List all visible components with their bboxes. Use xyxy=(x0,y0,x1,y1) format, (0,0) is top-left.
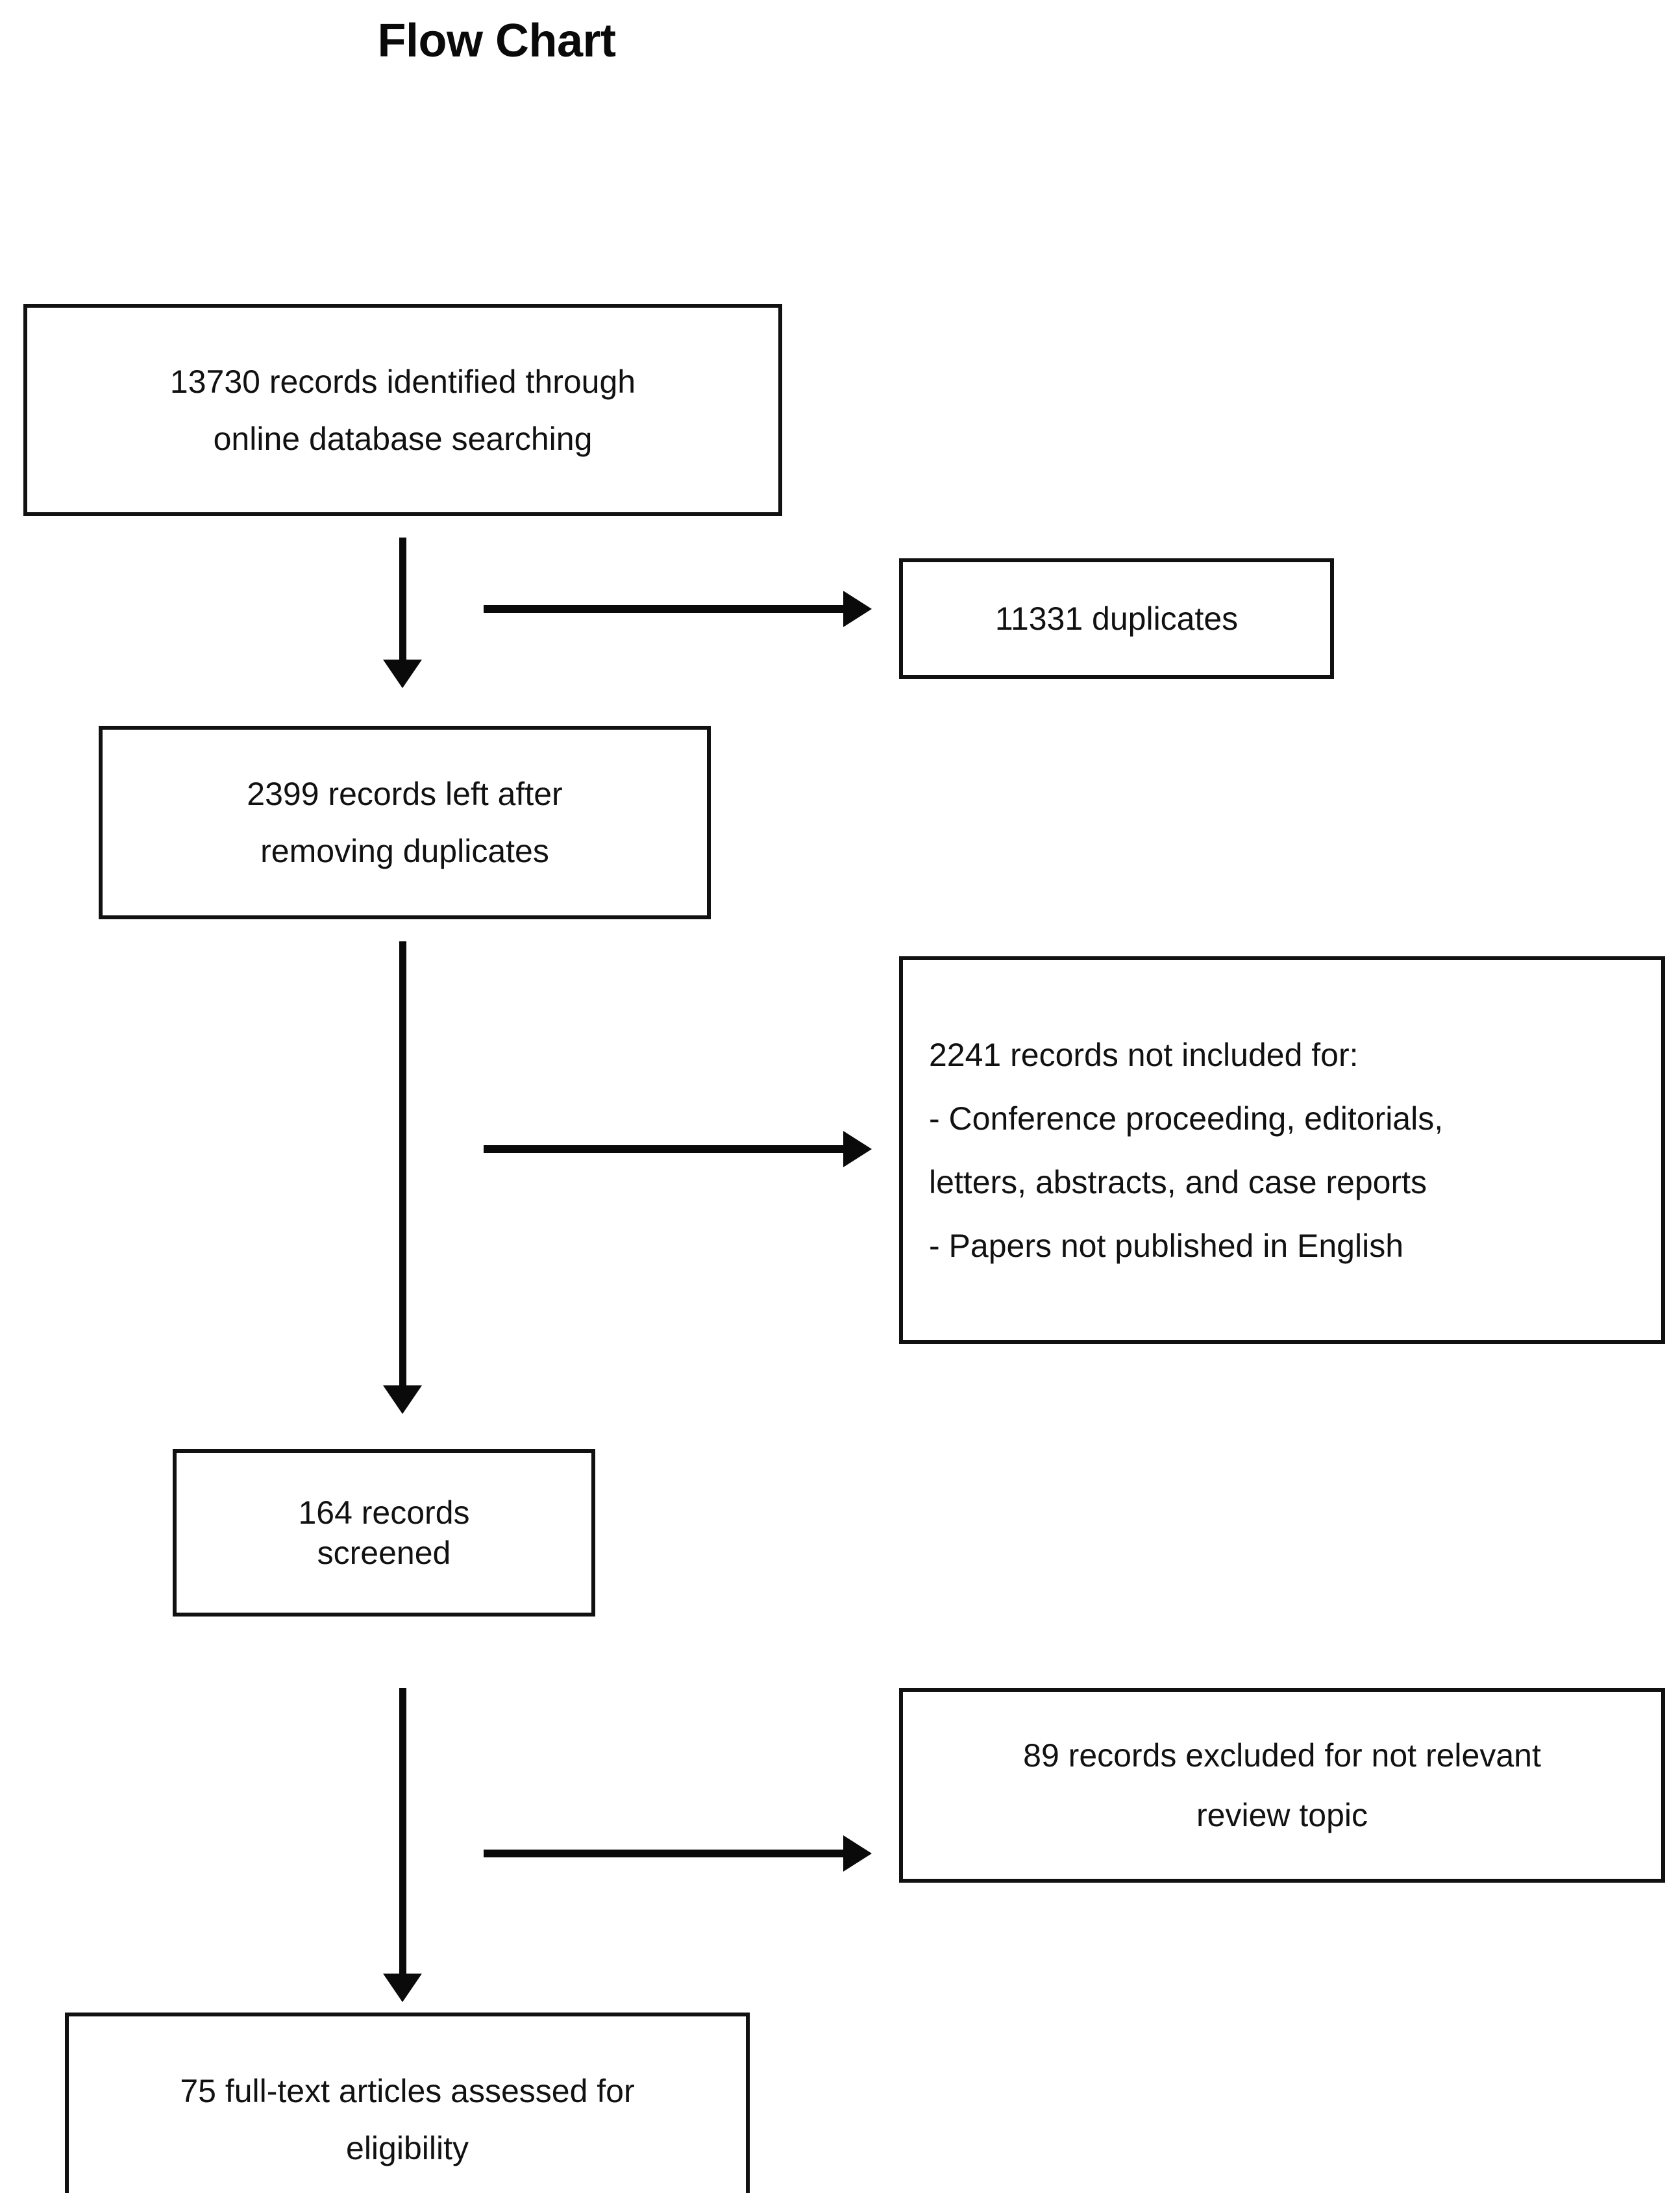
edge-after-dedup-to-not-included-line xyxy=(484,1145,847,1153)
node-fulltext-assessed: 75 full-text articles assessed for eligi… xyxy=(65,2013,750,2193)
page-title: Flow Chart xyxy=(377,15,617,67)
node-records-not-included-line1: 2241 records not included for: xyxy=(929,1036,1359,1073)
node-fulltext-assessed-line2: eligibility xyxy=(346,2130,469,2166)
node-records-identified-line2: online database searching xyxy=(213,420,593,457)
edge-identified-to-duplicates-line xyxy=(484,605,847,613)
edge-screened-to-excluded-topic-head xyxy=(843,1835,872,1872)
edge-identified-to-after-dedup-line xyxy=(399,538,406,662)
node-duplicates-line1: 11331 duplicates xyxy=(994,601,1239,637)
node-records-after-dedup-line1: 2399 records left after xyxy=(247,776,563,812)
edge-after-dedup-to-not-included-head xyxy=(843,1131,872,1167)
node-duplicates: 11331 duplicates xyxy=(899,558,1334,679)
node-records-screened: 164 records screened xyxy=(173,1449,595,1617)
node-records-excluded-topic-line1: 89 records excluded for not relevant xyxy=(1023,1737,1541,1774)
node-fulltext-assessed-line1: 75 full-text articles assessed for xyxy=(180,2073,635,2109)
node-records-screened-line2: screened xyxy=(317,1535,451,1571)
node-records-after-dedup-line2: removing duplicates xyxy=(260,833,549,869)
edge-screened-to-fulltext-line xyxy=(399,1688,406,1977)
node-records-excluded-topic: 89 records excluded for not relevant rev… xyxy=(899,1688,1665,1883)
edge-identified-to-duplicates-head xyxy=(843,591,872,627)
node-records-identified-line1: 13730 records identified through xyxy=(169,363,636,400)
node-records-not-included-line4: - Papers not published in English xyxy=(929,1227,1404,1264)
node-records-not-included-line3: letters, abstracts, and case reports xyxy=(929,1163,1427,1200)
node-records-excluded-topic-line2: review topic xyxy=(1196,1797,1368,1833)
edge-after-dedup-to-screened-head xyxy=(383,1385,422,1414)
edge-screened-to-fulltext-head xyxy=(383,1974,422,2002)
edge-after-dedup-to-screened-line xyxy=(399,941,406,1389)
node-records-screened-line1: 164 records xyxy=(298,1494,470,1531)
node-records-not-included-line2: - Conference proceeding, editorials, xyxy=(929,1100,1444,1137)
edge-identified-to-after-dedup-head xyxy=(383,660,422,688)
node-records-identified: 13730 records identified through online … xyxy=(23,304,782,516)
edge-screened-to-excluded-topic-line xyxy=(484,1850,847,1857)
node-records-not-included: 2241 records not included for: - Confere… xyxy=(899,956,1665,1344)
node-records-after-dedup: 2399 records left after removing duplica… xyxy=(99,726,711,919)
